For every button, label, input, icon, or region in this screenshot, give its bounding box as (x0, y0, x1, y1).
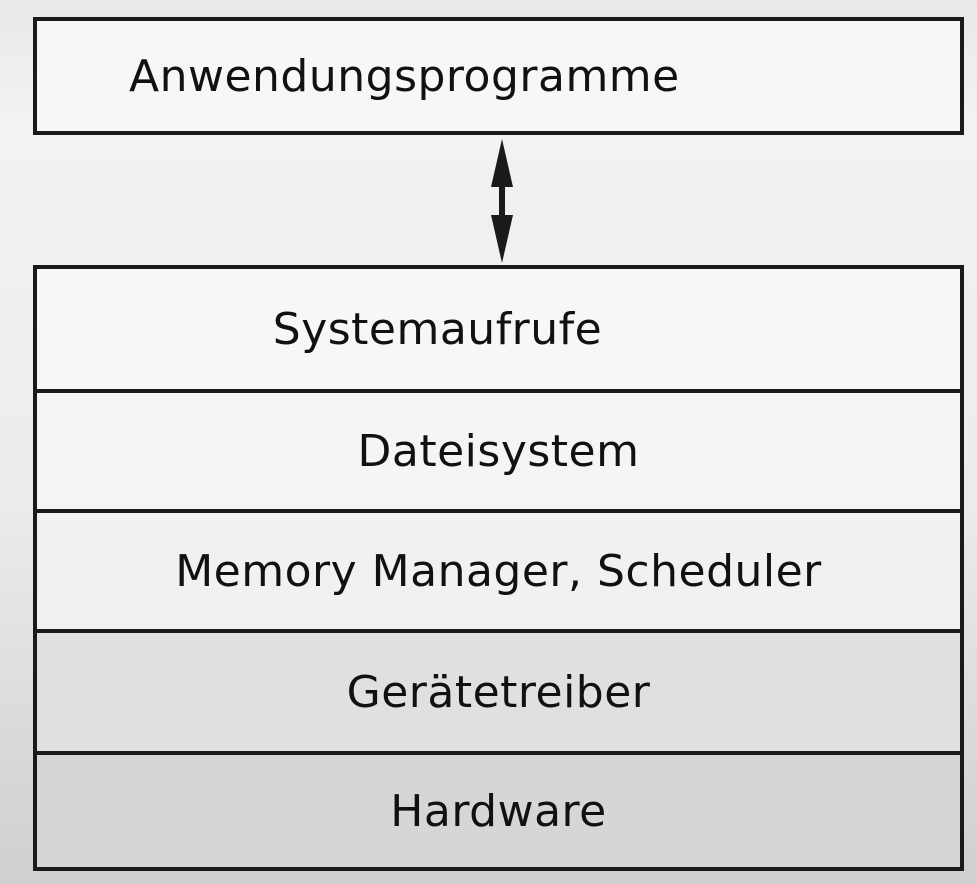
layer-device-drivers: Gerätetreiber (33, 629, 964, 751)
arrow-head-down (491, 215, 513, 263)
layer-system-calls: Systemaufrufe (33, 265, 964, 389)
layer-label: Gerätetreiber (346, 666, 651, 718)
layer-label: Systemaufrufe (272, 303, 603, 355)
double-headed-arrow-icon (491, 139, 513, 263)
layer-label: Memory Manager, Scheduler (175, 545, 822, 597)
layer-file-system: Dateisystem (33, 389, 964, 509)
layer-memory-manager-scheduler: Memory Manager, Scheduler (33, 509, 964, 629)
application-programs-box: Anwendungsprogramme (33, 17, 964, 135)
arrow-head-up (491, 139, 513, 187)
application-programs-label: Anwendungsprogramme (129, 50, 680, 102)
arrow-shaft (499, 183, 505, 221)
layer-label: Dateisystem (357, 425, 640, 477)
layer-hardware: Hardware (33, 751, 964, 871)
layer-label: Hardware (390, 785, 607, 837)
